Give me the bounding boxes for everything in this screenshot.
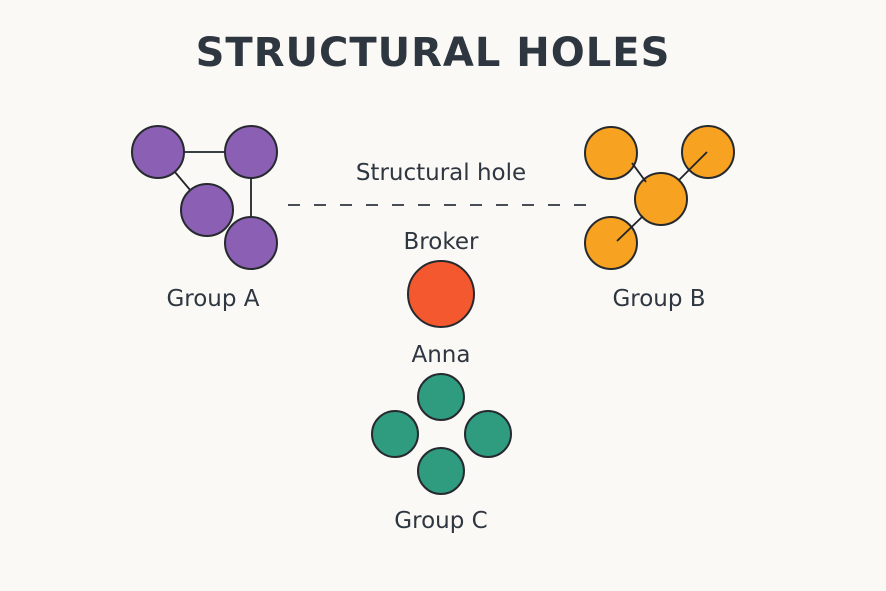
group-c-node xyxy=(371,410,419,458)
group-a-node xyxy=(131,125,185,179)
group-b-node xyxy=(634,172,688,226)
group-b-edge xyxy=(631,162,647,183)
group-b-nodes xyxy=(584,125,735,270)
structural-hole-label: Structural hole xyxy=(356,160,526,186)
group-b-label: Group B xyxy=(612,286,705,312)
broker-node xyxy=(407,260,475,328)
group-b-node xyxy=(584,216,638,270)
group-b-edges xyxy=(616,151,708,242)
group-a-nodes xyxy=(131,125,278,270)
group-c-label: Group C xyxy=(394,508,487,534)
group-c-node xyxy=(417,447,465,495)
broker-name-label: Anna xyxy=(412,342,471,368)
broker-label: Broker xyxy=(404,229,479,255)
group-c-nodes xyxy=(371,373,512,495)
diagram-title: STRUCTURAL HOLES xyxy=(196,30,671,76)
group-a-node xyxy=(180,183,234,237)
group-c-node xyxy=(464,410,512,458)
group-a-label: Group A xyxy=(166,286,259,312)
group-a-node xyxy=(224,125,278,179)
group-b-node xyxy=(584,126,638,180)
group-c-node xyxy=(417,373,465,421)
group-a-node xyxy=(224,216,278,270)
group-b-edge xyxy=(678,151,708,181)
group-b-edge xyxy=(616,215,644,242)
